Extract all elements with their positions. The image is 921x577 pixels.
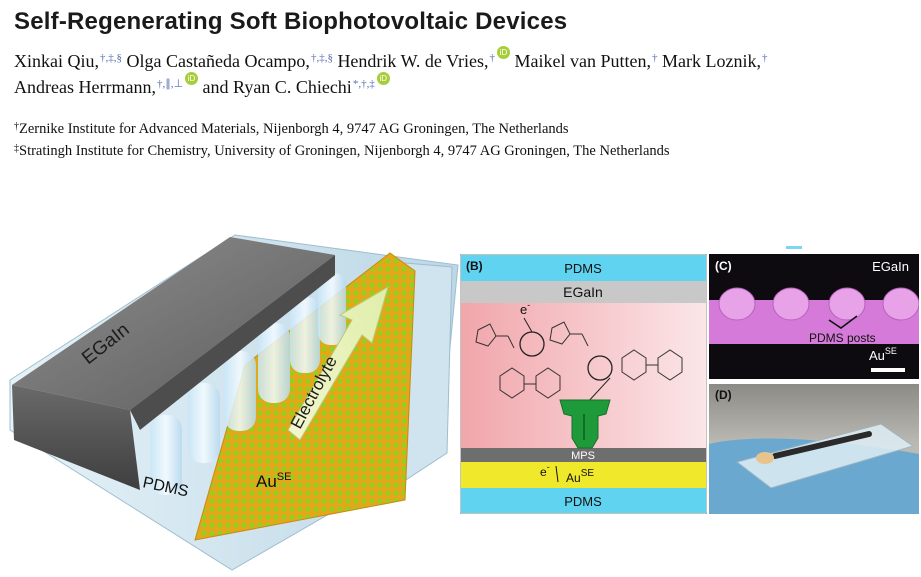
enzyme-glyph <box>559 399 611 449</box>
author-affiliation-marks: † <box>761 52 768 64</box>
affiliation-2: ‡Stratingh Institute for Chemistry, Univ… <box>14 140 670 162</box>
au-label: AuSE <box>256 471 291 491</box>
panel-d-label: (D) <box>715 388 732 402</box>
figure-a-device-schematic: EGaIn Electrolyte PDMS AuSE <box>9 234 459 571</box>
egain-block-side <box>130 255 335 430</box>
orcid-icon[interactable]: iD <box>497 46 511 59</box>
electrolyte-arrow <box>287 285 389 441</box>
author-name[interactable]: Olga Castañeda Ocampo,†,‡,§ <box>127 51 333 71</box>
au-band <box>461 462 706 488</box>
author-name-text: Maikel van Putten, <box>514 51 651 71</box>
author-name-text: Xinkai Qiu, <box>14 51 99 71</box>
mps-label: MPS <box>571 450 595 462</box>
author-name-text: Mark Loznik, <box>662 51 761 71</box>
affiliation-mark: ‡ <box>14 143 19 154</box>
electron-label-bottom: e- <box>540 462 550 479</box>
au-c-label: AuSE <box>869 346 897 363</box>
egain-band-label: EGaIn <box>563 284 603 300</box>
author-name[interactable]: Xinkai Qiu,†,‡,§ <box>14 51 122 71</box>
mps-band <box>461 448 706 462</box>
scale-bar <box>871 368 905 372</box>
paper-title: Self-Regenerating Soft Biophotovoltaic D… <box>14 8 568 35</box>
panel-b-label: (B) <box>466 259 483 273</box>
pdms-post-domes <box>718 287 919 321</box>
author-name-text: and Ryan C. Chiechi <box>202 77 352 97</box>
author-affiliation-marks: † <box>652 52 658 64</box>
author-affiliation-marks: *,†,‡ <box>352 78 375 90</box>
author-affiliation-marks: † <box>489 52 496 64</box>
panel-c-label: (C) <box>715 259 732 273</box>
pdms-top-band <box>461 255 706 281</box>
author-name[interactable]: Mark Loznik,† <box>662 51 767 71</box>
figure-c-micrograph: (C) EGaIn PDMS posts AuSE <box>709 254 919 379</box>
author-name[interactable]: and Ryan C. Chiechi*,†,‡iD <box>202 72 390 97</box>
glass-slide <box>735 423 915 489</box>
figure-d-photo: (D) <box>709 384 919 514</box>
electron-label-top: e- <box>520 300 530 317</box>
author-name[interactable]: Maikel van Putten,† <box>515 51 658 71</box>
device-wire <box>772 431 872 459</box>
author-name[interactable]: Hendrik W. de Vries,†iD <box>337 46 511 71</box>
orcid-icon[interactable]: iD <box>376 72 390 85</box>
egain-band <box>461 281 706 303</box>
pdms-bottom-band <box>461 488 706 513</box>
electrolyte-drop <box>756 452 774 464</box>
author-affiliation-marks: †,‡,§ <box>100 52 122 64</box>
egain-c-label: EGaIn <box>872 259 909 274</box>
affiliation-list: †Zernike Institute for Advanced Material… <box>14 118 670 162</box>
affiliation-text: Zernike Institute for Advanced Materials… <box>19 121 569 137</box>
pdms-top-label: PDMS <box>564 261 602 276</box>
author-name-text: Olga Castañeda Ocampo, <box>126 51 310 71</box>
affiliation-mark: † <box>14 121 19 132</box>
author-affiliation-marks: †,‡,§ <box>310 52 333 64</box>
egain-block-front <box>12 385 140 490</box>
pdms-posts-label: PDMS posts <box>809 331 876 345</box>
au-band-label: AuSE <box>566 468 594 485</box>
affiliation-1: †Zernike Institute for Advanced Material… <box>14 118 670 140</box>
author-list: Xinkai Qiu,†,‡,§ Olga Castañeda Ocampo,†… <box>14 46 894 100</box>
pdms-bottom-label: PDMS <box>564 494 602 509</box>
quinone-molecules <box>475 321 683 399</box>
pdms-posts <box>150 273 346 495</box>
figure-b-layer-diagram: (B) PDMS EGaIn e- MPS e- AuSE PDMS <box>460 254 707 514</box>
author-name-text: Hendrik W. de Vries, <box>337 51 489 71</box>
pointer-arrows <box>828 315 858 329</box>
egain-block-top <box>12 237 335 410</box>
affiliation-text: Stratingh Institute for Chemistry, Unive… <box>19 143 670 159</box>
author-name[interactable]: Andreas Herrmann,†,∥,⊥iD <box>14 72 199 97</box>
redox-cycle-2 <box>587 355 613 381</box>
author-name-text: Andreas Herrmann, <box>14 77 156 97</box>
orcid-icon[interactable]: iD <box>185 72 199 85</box>
decorative-tick <box>786 246 802 249</box>
author-affiliation-marks: †,∥,⊥ <box>156 78 184 90</box>
